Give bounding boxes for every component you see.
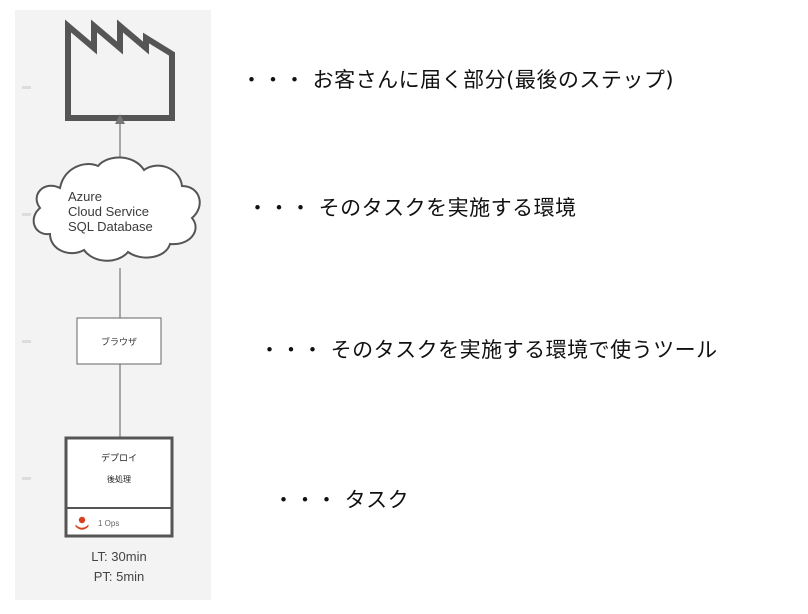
- tool-box: [76, 317, 162, 365]
- task-owner: 1 Ops: [66, 510, 172, 536]
- task-metrics: LT: 30min PT: 5min: [66, 547, 172, 587]
- task-title: デプロイ: [100, 454, 137, 464]
- environment-label: Azure Cloud Service SQL Database: [68, 189, 178, 234]
- annotation-environment: ・・・ そのタスクを実施する環境: [247, 196, 577, 220]
- arrow-head: [115, 114, 125, 124]
- task-subtitle: 後処理: [107, 475, 131, 484]
- process-time: PT: 5min: [93, 569, 145, 584]
- ruler-tick: [22, 213, 31, 216]
- ruler-tick: [22, 86, 31, 89]
- ruler-tick: [22, 477, 31, 480]
- environment-line: SQL Database: [68, 219, 153, 234]
- annotation-task: ・・・ タスク: [273, 488, 410, 512]
- task-box: [64, 436, 174, 538]
- tool-label: ブラウザ: [100, 337, 137, 348]
- ruler-tick: [22, 340, 31, 343]
- cloud-icon: [32, 156, 201, 262]
- person-icon: [75, 516, 89, 530]
- lead-time: LT: 30min: [91, 549, 147, 564]
- annotation-customer: ・・・ お客さんに届く部分(最後のステップ): [241, 68, 675, 92]
- environment-line: Azure: [68, 189, 102, 204]
- owner-label: 1 Ops: [98, 518, 120, 528]
- annotation-tool: ・・・ そのタスクを実施する環境で使うツール: [259, 338, 718, 362]
- environment-line: Cloud Service: [68, 204, 149, 219]
- factory-icon: [65, 19, 175, 121]
